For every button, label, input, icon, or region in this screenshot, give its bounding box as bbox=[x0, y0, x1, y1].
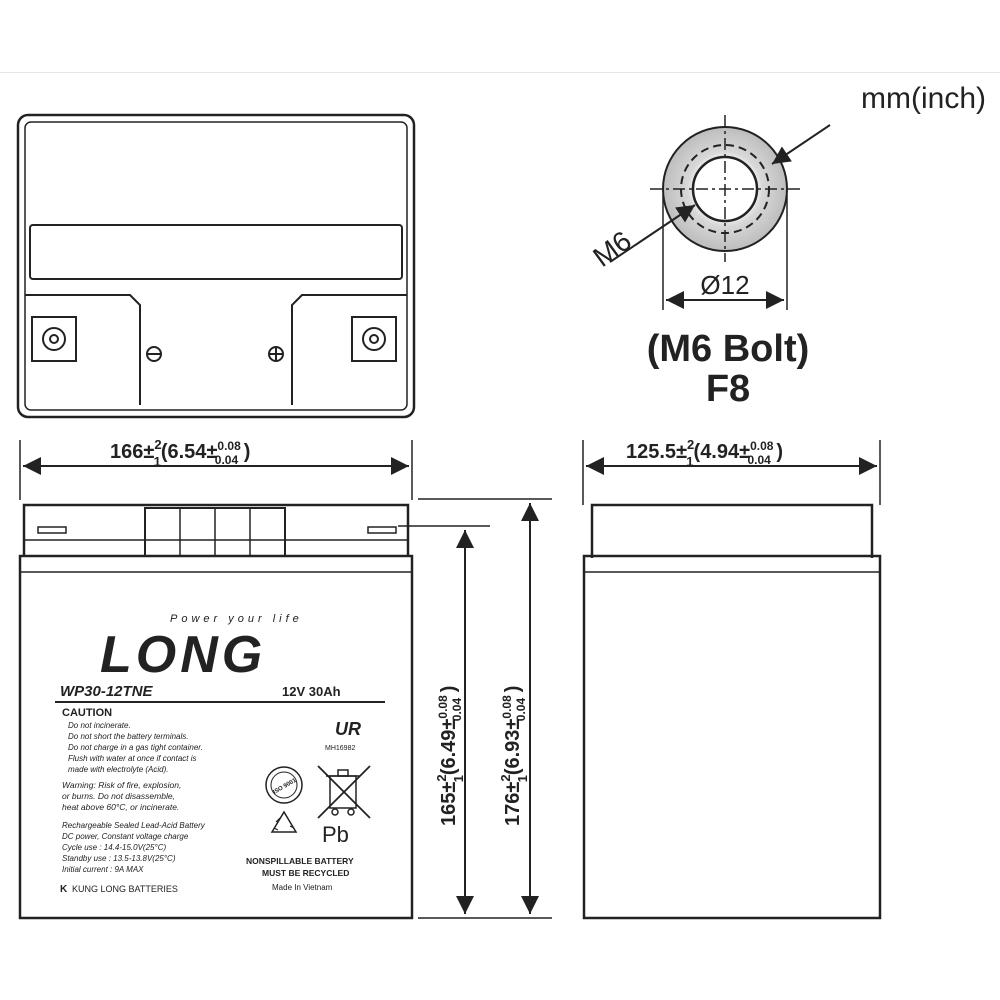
top-view-inner-outline bbox=[24, 121, 408, 411]
top-terminal-right bbox=[351, 316, 397, 362]
caution-item: Do not short the battery terminals. bbox=[68, 732, 189, 741]
caution-item: Flush with water at once if contact is bbox=[68, 754, 197, 763]
top-view-center-panel bbox=[25, 294, 407, 405]
spec-lines: Rechargeable Sealed Lead-Acid Battery DC… bbox=[62, 821, 206, 874]
label-model: WP30-12TNE bbox=[60, 683, 154, 700]
pb-text: Pb bbox=[322, 822, 349, 847]
units-label: mm(inch) bbox=[861, 82, 986, 115]
recycle-icon bbox=[270, 810, 298, 833]
nonspill-line-1: NONSPILLABLE BATTERY bbox=[246, 856, 354, 866]
side-lid-outline bbox=[590, 503, 874, 558]
caution-item: Do not charge in a gas tight container. bbox=[68, 743, 203, 752]
front-view: Power your life LONG WP30-12TNE 12V 30Ah… bbox=[18, 503, 414, 920]
bolt-label: (M6 Bolt) bbox=[647, 328, 810, 370]
units-leader bbox=[771, 124, 831, 165]
warning-lines: Warning: Risk of fire, explosion, or bur… bbox=[62, 780, 181, 812]
terminal-code: F8 bbox=[706, 368, 750, 410]
terminal-right-hole-icon bbox=[369, 334, 379, 344]
logo-k-icon: K bbox=[60, 884, 68, 895]
warning-line: heat above 60°C, or incinerate. bbox=[62, 802, 179, 812]
ul-code: MH16982 bbox=[325, 745, 355, 752]
spec-line: DC power, Constant voltage charge bbox=[62, 832, 189, 841]
spec-line: Cycle use : 14.4-15.0V(25°C) bbox=[62, 843, 166, 852]
spec-line: Initial current : 9A MAX bbox=[62, 865, 144, 874]
label-brand: LONG bbox=[100, 626, 266, 684]
front-lid-slot-right bbox=[367, 526, 397, 534]
terminal-right-ring-icon bbox=[362, 327, 386, 351]
front-lid-slot-left bbox=[37, 526, 67, 534]
top-terminal-left bbox=[31, 316, 77, 362]
top-view-outline bbox=[16, 113, 416, 419]
front-box-outline bbox=[18, 554, 414, 920]
crossed-bin-icon bbox=[317, 765, 371, 819]
warning-line: or burns. Do not disassemble, bbox=[62, 791, 175, 801]
front-lid-outline bbox=[22, 503, 410, 555]
caution-item: Do not incinerate. bbox=[68, 721, 131, 730]
caution-title: CAUTION bbox=[62, 707, 112, 719]
ul-mark-icon: UR bbox=[335, 719, 361, 739]
terminal-detail: mm(inch) M6 Ø12 (M6 Bolt) F8 bbox=[587, 82, 986, 410]
warning-line: Warning: Risk of fire, explosion, bbox=[62, 780, 181, 790]
thread-leader bbox=[609, 204, 696, 263]
diameter-label: Ø12 bbox=[700, 270, 749, 300]
spec-line: Standby use : 13.5-13.8V(25°C) bbox=[62, 854, 176, 863]
terminal-left-hole-icon bbox=[49, 334, 59, 344]
iso-seal-icon bbox=[265, 766, 303, 804]
thread-label: M6 bbox=[587, 225, 637, 273]
side-view bbox=[582, 503, 882, 920]
label-manufacturer: KUNG LONG BATTERIES bbox=[72, 884, 178, 894]
top-view bbox=[16, 113, 416, 419]
side-box-outline bbox=[582, 554, 882, 920]
top-view-label-recess bbox=[29, 224, 403, 280]
nonspill-line-2: MUST BE RECYCLED bbox=[262, 868, 349, 878]
caution-list: Do not incinerate. Do not short the batt… bbox=[68, 721, 203, 774]
label-tagline: Power your life bbox=[170, 613, 303, 625]
terminal-left-ring-icon bbox=[42, 327, 66, 351]
made-in: Made In Vietnam bbox=[272, 883, 333, 892]
spec-line: Rechargeable Sealed Lead-Acid Battery bbox=[62, 821, 206, 830]
iso-seal-inner-icon bbox=[270, 771, 298, 799]
top-bar bbox=[0, 0, 1000, 73]
caution-item: made with electrolyte (Acid). bbox=[68, 765, 168, 774]
label-rating: 12V 30Ah bbox=[282, 684, 341, 699]
